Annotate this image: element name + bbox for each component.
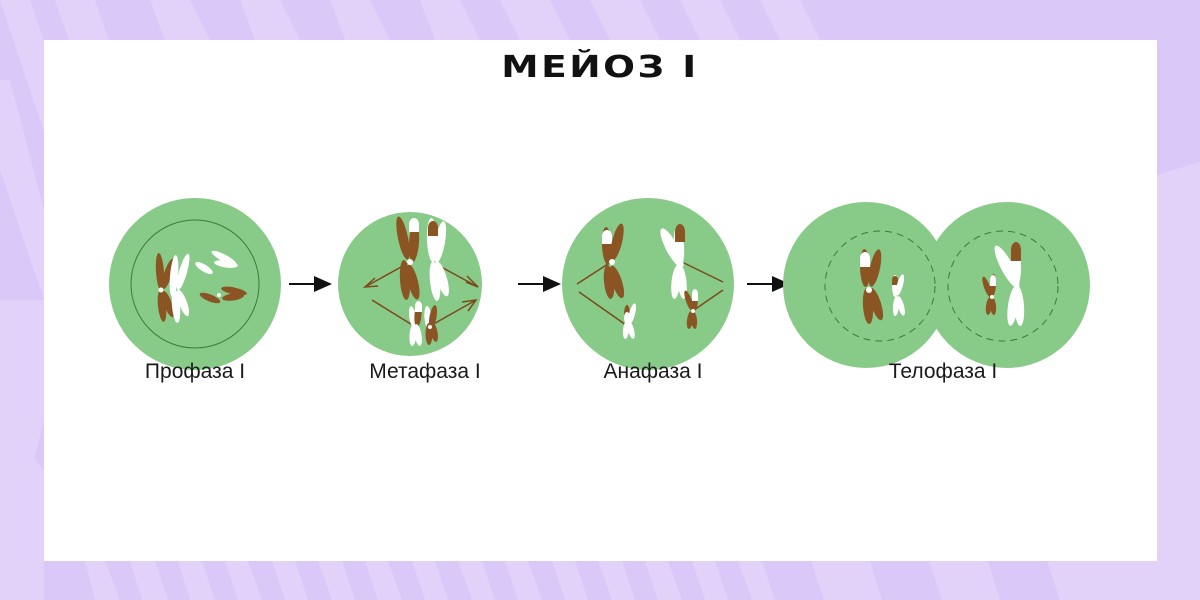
prophase-cell bbox=[109, 198, 281, 370]
chromosome-icon bbox=[660, 224, 687, 299]
chromosome-icon bbox=[859, 249, 884, 324]
stage-label-anaphase: Анафаза I bbox=[603, 360, 703, 383]
chromosome-small-icon bbox=[622, 303, 637, 339]
chromosome-small-icon bbox=[982, 274, 997, 315]
stage-label-telophase: Телофаза I bbox=[888, 360, 998, 383]
chromosome-pair-icon bbox=[155, 253, 190, 323]
nuclear-envelope-left bbox=[824, 230, 936, 342]
metaphase-cell bbox=[338, 212, 482, 356]
chromosome-icon bbox=[601, 223, 625, 299]
chromosome-pair-small-icon bbox=[408, 301, 439, 346]
chromosome-icon bbox=[994, 242, 1025, 326]
stage-label-metaphase: Метафаза I bbox=[369, 360, 481, 383]
nuclear-envelope-right bbox=[947, 230, 1059, 342]
telophase-cells bbox=[783, 202, 1090, 368]
chromosome-pair-icon bbox=[396, 216, 449, 301]
chromosome-small-icon bbox=[892, 274, 905, 316]
chromosome-small-icon bbox=[684, 289, 699, 329]
diagram-title: МЕЙОЗ I bbox=[501, 50, 699, 85]
anaphase-cell bbox=[562, 198, 734, 370]
chromosome-pair-small-icon bbox=[195, 250, 247, 304]
stage-label-prophase: Профаза I bbox=[144, 360, 246, 383]
spindle-fibers bbox=[576, 261, 724, 326]
nuclear-envelope bbox=[130, 219, 260, 349]
